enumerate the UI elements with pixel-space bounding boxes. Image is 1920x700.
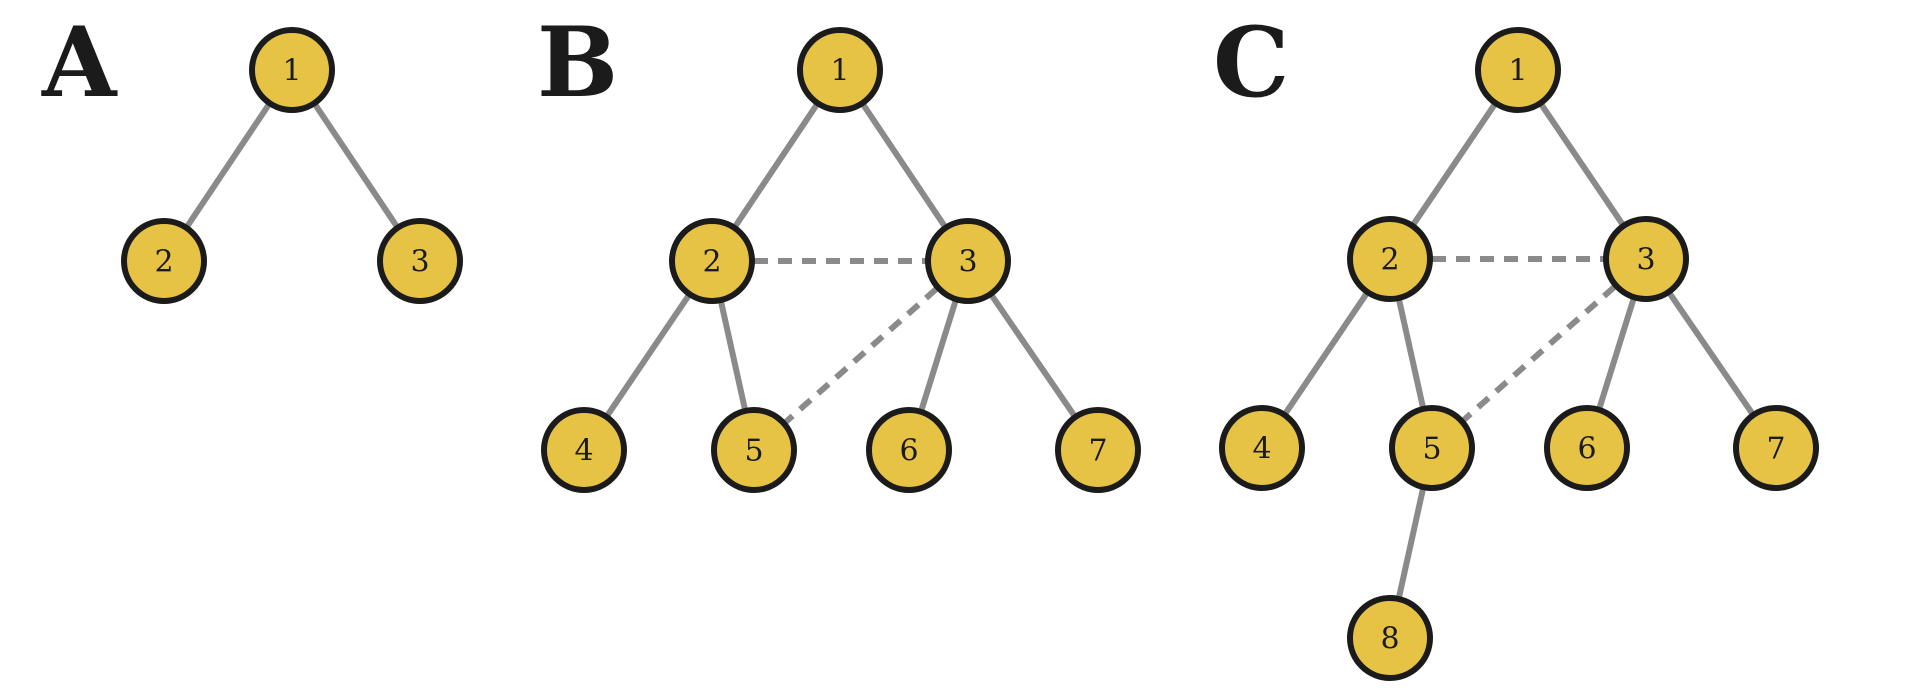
edge-2-5 xyxy=(718,301,748,410)
edge-1-2 xyxy=(184,103,272,228)
node-circle xyxy=(1219,405,1305,491)
edge-1-2 xyxy=(1411,103,1497,226)
node-circle xyxy=(377,218,463,304)
node-label: 3 xyxy=(1636,243,1655,278)
edge-3-7 xyxy=(989,293,1077,418)
node-label: 8 xyxy=(1380,622,1399,657)
node-label: 5 xyxy=(1422,432,1441,467)
node-circle xyxy=(1603,216,1689,302)
node-label: 7 xyxy=(1088,434,1107,469)
node-label: 2 xyxy=(154,245,173,280)
node-circle xyxy=(925,218,1011,304)
edge-2-4 xyxy=(605,294,691,417)
node-circle xyxy=(797,27,883,113)
edge-2-5 xyxy=(1396,299,1426,408)
dashed-edge-3-5 xyxy=(783,286,939,425)
node-2: 2 xyxy=(669,218,755,304)
node-4: 4 xyxy=(541,407,627,493)
panel-letter-a: A xyxy=(41,6,118,119)
node-label: 4 xyxy=(1252,432,1271,467)
node-1: 1 xyxy=(249,27,335,113)
panel-a: A 1 2 3 xyxy=(41,6,463,304)
edge-3-6 xyxy=(918,300,959,411)
node-3: 3 xyxy=(1603,216,1689,302)
node-label: 6 xyxy=(899,434,918,469)
node-3: 3 xyxy=(377,218,463,304)
edge-1-2 xyxy=(732,103,820,228)
edge-1-3 xyxy=(1539,103,1625,226)
node-circle xyxy=(669,218,755,304)
edge-1-3 xyxy=(860,103,948,228)
node-circle xyxy=(1055,407,1141,493)
node-3: 3 xyxy=(925,218,1011,304)
panel-letter-c: C xyxy=(1213,6,1289,119)
node-7: 7 xyxy=(1733,405,1819,491)
edges xyxy=(1283,103,1755,598)
node-circle xyxy=(1544,405,1630,491)
node-8: 8 xyxy=(1347,595,1433,681)
edge-5-8 xyxy=(1396,488,1426,598)
node-label: 1 xyxy=(830,54,849,89)
panel-letter-b: B xyxy=(537,6,618,119)
node-label: 4 xyxy=(574,434,593,469)
node-6: 6 xyxy=(866,407,952,493)
node-circle xyxy=(1733,405,1819,491)
node-circle xyxy=(866,407,952,493)
edge-2-4 xyxy=(1283,292,1369,415)
panel-c: C 1 2 3 4 5 6 7 8 xyxy=(1213,6,1819,681)
node-label: 2 xyxy=(702,245,721,280)
node-2: 2 xyxy=(1347,216,1433,302)
node-label: 7 xyxy=(1766,432,1785,467)
node-circle xyxy=(541,407,627,493)
dashed-edge-3-5 xyxy=(1461,284,1617,423)
node-circle xyxy=(249,27,335,113)
node-label: 6 xyxy=(1577,432,1596,467)
node-1: 1 xyxy=(797,27,883,113)
node-circle xyxy=(711,407,797,493)
node-label: 5 xyxy=(744,434,763,469)
edge-3-6 xyxy=(1596,298,1637,409)
node-label: 1 xyxy=(282,54,301,89)
node-label: 2 xyxy=(1380,243,1399,278)
node-5: 5 xyxy=(711,407,797,493)
node-7: 7 xyxy=(1055,407,1141,493)
node-circle xyxy=(1475,27,1561,113)
node-4: 4 xyxy=(1219,405,1305,491)
node-1: 1 xyxy=(1475,27,1561,113)
node-5: 5 xyxy=(1389,405,1475,491)
node-circle xyxy=(1347,595,1433,681)
node-circle xyxy=(1347,216,1433,302)
edges xyxy=(184,103,400,228)
node-label: 1 xyxy=(1508,54,1527,89)
node-6: 6 xyxy=(1544,405,1630,491)
edges xyxy=(605,103,1077,425)
node-2: 2 xyxy=(121,218,207,304)
node-circle xyxy=(121,218,207,304)
node-circle xyxy=(1389,405,1475,491)
edge-1-3 xyxy=(312,103,400,228)
node-label: 3 xyxy=(958,245,977,280)
panel-b: B 1 2 3 4 5 6 7 xyxy=(537,6,1141,493)
edge-3-7 xyxy=(1667,291,1755,416)
node-label: 3 xyxy=(410,245,429,280)
